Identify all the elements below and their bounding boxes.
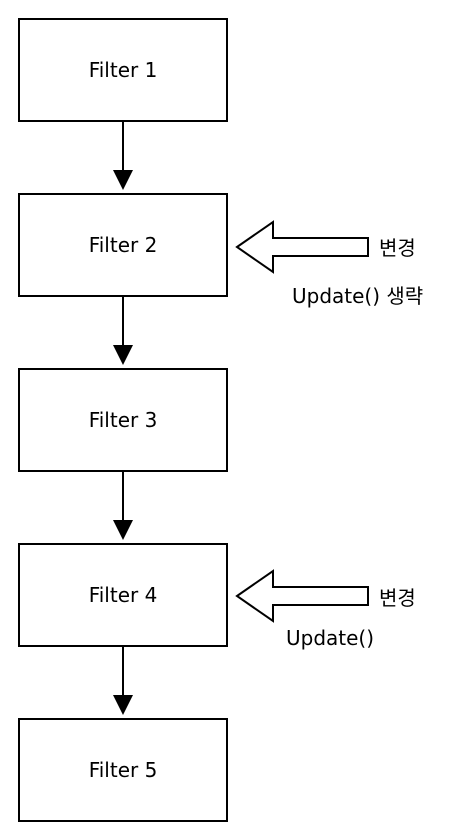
filter-box-2: Filter 2 [18, 193, 228, 297]
update-note: Update() [286, 626, 375, 650]
filter-label: Filter 2 [88, 233, 158, 257]
hollow-arrow-left-icon [235, 569, 369, 623]
filter-box-5: Filter 5 [18, 718, 228, 822]
change-label: 변경 [379, 586, 416, 610]
change-label: 변경 [379, 236, 416, 260]
hollow-arrow-left-icon [235, 220, 369, 274]
filter-label: Filter 4 [88, 583, 158, 607]
filter-label: Filter 3 [88, 408, 158, 432]
filter-box-4: Filter 4 [18, 543, 228, 647]
filter-box-1: Filter 1 [18, 18, 228, 122]
filter-box-3: Filter 3 [18, 368, 228, 472]
filter-label: Filter 5 [88, 758, 158, 782]
filter-label: Filter 1 [88, 58, 158, 82]
update-note: Update() 생략 [292, 284, 424, 308]
